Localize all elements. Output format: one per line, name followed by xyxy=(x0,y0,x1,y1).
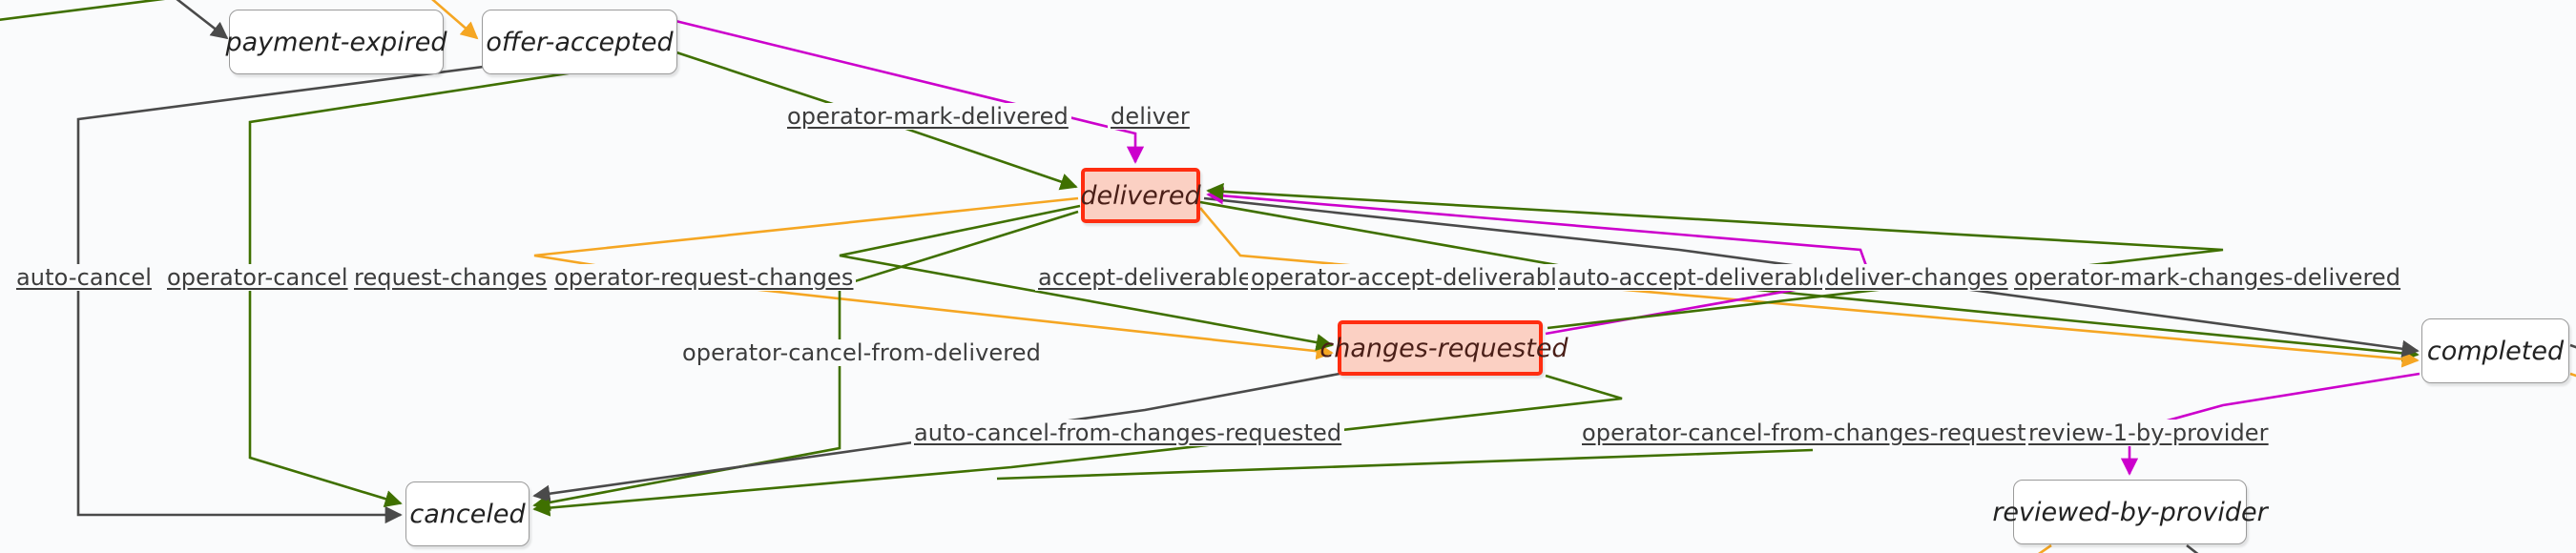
edge-label-auto-cancel-from-changes-requested[interactable]: auto-cancel-from-changes-requested xyxy=(911,420,1345,446)
state-node-label: canceled xyxy=(409,499,526,529)
edge-label-operator-mark-delivered[interactable]: operator-mark-delivered xyxy=(784,103,1071,130)
edge-reviewed-out-gray xyxy=(2186,543,2199,553)
edge-incoming-offer-accepted xyxy=(431,0,479,40)
state-node-changes-requested[interactable]: changes-requested xyxy=(1319,320,1568,376)
edge-completed-out-gray xyxy=(2569,343,2576,349)
edge-delivered-to-canceled xyxy=(532,210,1079,511)
state-node-delivered[interactable]: delivered xyxy=(1080,168,1201,223)
state-node-label: changes-requested xyxy=(1319,333,1568,363)
edge-incoming-payment-expired xyxy=(176,0,229,40)
state-node-offer-accepted[interactable]: offer-accepted xyxy=(482,10,677,74)
state-node-payment-expired[interactable]: payment-expired xyxy=(225,10,447,74)
edge-label-accept-deliverable[interactable]: accept-deliverable xyxy=(1035,264,1256,291)
state-node-label: completed xyxy=(2426,336,2565,366)
state-node-reviewed-by-provider[interactable]: reviewed-by-provider xyxy=(1992,480,2268,544)
state-node-completed[interactable]: completed xyxy=(2421,318,2569,383)
edge-green-top-sweep-a xyxy=(0,0,166,22)
edge-changes-requested-to-delivered-magenta xyxy=(1206,187,1872,336)
edge-label-review-1-by-provider[interactable]: review-1-by-provider xyxy=(2025,420,2272,446)
edge-delivered-to-completed-orange xyxy=(1199,207,2420,368)
edge-label-operator-mark-changes-delivered[interactable]: operator-mark-changes-delivered xyxy=(2011,264,2404,291)
edge-offer-accepted-to-delivered-deliver xyxy=(667,17,1145,164)
edge-label-operator-request-changes[interactable]: operator-request-changes xyxy=(551,264,857,291)
state-node-label: offer-accepted xyxy=(486,27,674,57)
edge-label-operator-cancel[interactable]: operator-cancel xyxy=(164,264,351,291)
edge-label-operator-accept-deliverable[interactable]: operator-accept-deliverable xyxy=(1248,264,1574,291)
edge-payment-expired-to-canceled xyxy=(76,41,669,524)
edge-label-operator-cancel-from-delivered[interactable]: operator-cancel-from-delivered xyxy=(679,339,1044,366)
edge-label-operator-cancel-from-changes-requested[interactable]: operator-cancel-from-changes-requested xyxy=(1579,420,2058,446)
edge-label-auto-accept-deliverable[interactable]: auto-accept-deliverable xyxy=(1555,264,1837,291)
state-node-label: reviewed-by-provider xyxy=(1992,497,2268,527)
edge-label-auto-cancel[interactable]: auto-cancel xyxy=(13,264,155,291)
edge-label-deliver[interactable]: deliver xyxy=(1108,103,1193,130)
edge-label-request-changes[interactable]: request-changes xyxy=(351,264,551,291)
edge-completed-out-orange xyxy=(2569,372,2576,378)
edge-green-lower-sweep xyxy=(996,448,1814,481)
edge-label-deliver-changes[interactable]: deliver-changes xyxy=(1822,264,2011,291)
state-node-canceled[interactable]: canceled xyxy=(405,481,530,546)
edge-completed-to-reviewed-by-provider xyxy=(2120,372,2420,476)
edge-changes-requested-to-delivered-green xyxy=(1206,182,2224,330)
state-node-label: payment-expired xyxy=(225,27,447,57)
edge-delivered-to-completed-gray xyxy=(1203,196,2420,358)
edge-delivered-to-changes-requested-green xyxy=(839,204,1334,352)
state-node-label: delivered xyxy=(1080,180,1201,211)
edge-reviewed-out-orange xyxy=(2038,543,2052,553)
